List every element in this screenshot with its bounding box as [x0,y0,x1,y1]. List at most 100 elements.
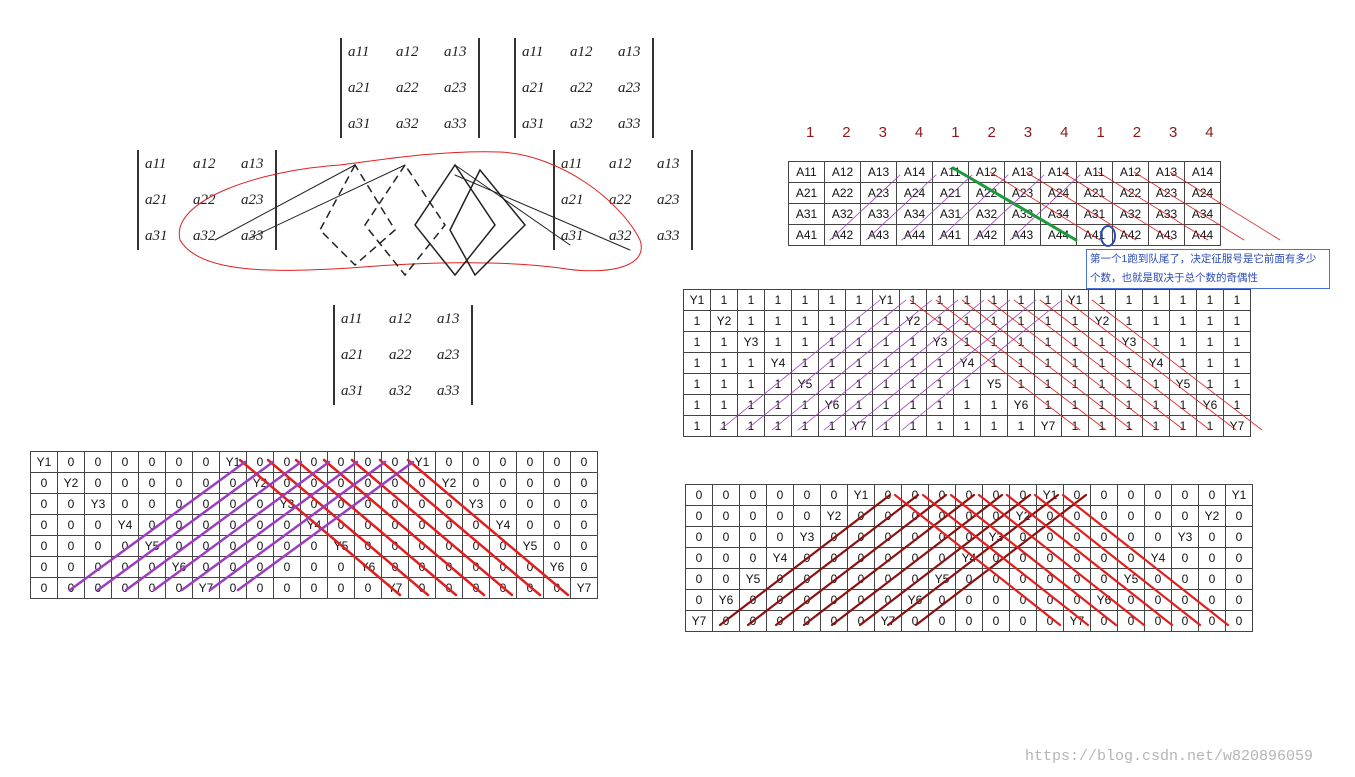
table-cell: Y2 [1009,505,1037,527]
table-cell: 1 [710,352,738,374]
table-cell: 1 [1115,352,1143,374]
matrix-right-bar [275,150,277,250]
table-cell: 0 [1063,568,1091,590]
table-cell: 0 [955,505,983,527]
table-cell: 1 [1088,331,1116,353]
column-number: 1 [951,124,960,141]
table-cell: Y3 [793,526,821,548]
table-cell: 0 [30,472,58,494]
table-cell: 0 [138,577,166,599]
table-cell: 0 [192,472,220,494]
table-cell: A22 [824,182,861,204]
table-cell: 1 [1007,331,1035,353]
table-cell: Y4 [1142,352,1170,374]
table-cell: 1 [926,289,954,311]
table-cell: 1 [953,289,981,311]
table-cell: Y6 [901,589,929,611]
table-cell: Y1 [683,289,711,311]
table-cell: A23 [1004,182,1041,204]
table-cell: 0 [462,556,490,578]
table-cell: 0 [57,577,85,599]
matrix-cell: a33 [657,228,680,244]
table-cell: 0 [901,505,929,527]
table-cell: 0 [570,514,598,536]
table-cell: 0 [300,577,328,599]
table-cell: 1 [1223,289,1251,311]
matrix-cell: a11 [341,311,363,327]
table-cell: 1 [899,373,927,395]
table-cell: A34 [1040,203,1077,225]
table-cell: 0 [543,493,571,515]
matrix-cell: a21 [561,192,584,208]
table-cell: 0 [516,577,544,599]
table-cell: 1 [1196,331,1224,353]
table-cell: 1 [683,310,711,332]
table-cell: 0 [955,589,983,611]
table-cell: 1 [980,331,1008,353]
table-cell: 1 [1196,352,1224,374]
table-cell: 0 [246,451,274,473]
table-cell: 0 [111,556,139,578]
table-cell: 0 [901,484,929,506]
table-cell: A32 [1112,203,1149,225]
table-cell: 1 [1142,289,1170,311]
table-cell: 0 [712,526,740,548]
matrix-cell: a13 [444,44,467,60]
table-cell: A24 [896,182,933,204]
matrix-cell: a12 [609,156,632,172]
table-cell: 0 [739,547,767,569]
table-cell: 1 [1061,331,1089,353]
table-cell: 0 [354,514,382,536]
table-cell: 0 [246,556,274,578]
table-cell: 0 [766,568,794,590]
table-cell: 0 [1198,589,1226,611]
table-cell: 0 [1090,505,1118,527]
table-cell: Y2 [710,310,738,332]
table-cell: 0 [1090,568,1118,590]
table-cell: 0 [435,577,463,599]
matrix-cell: a32 [396,116,419,132]
table-cell: Y5 [980,373,1008,395]
table-cell: 0 [982,589,1010,611]
table-cell: 0 [543,451,571,473]
table-cell: 0 [982,505,1010,527]
table-cell: Y2 [57,472,85,494]
table-cell: 0 [300,535,328,557]
table-cell: A21 [788,182,825,204]
table-cell: 1 [1115,289,1143,311]
table-cell: 1 [737,310,765,332]
matrix-cell: a23 [241,192,264,208]
table-cell: 0 [354,472,382,494]
table-cell: 0 [847,568,875,590]
table-cell: Y4 [766,547,794,569]
table-cell: 0 [246,535,274,557]
table-cell: 0 [1144,526,1172,548]
matrix-right-bar [471,305,473,405]
table-cell: 0 [847,589,875,611]
matrix-left-bar [137,150,139,250]
table-cell: 0 [1009,610,1037,632]
table-cell: 0 [982,547,1010,569]
table-cell: A33 [1148,203,1185,225]
table-cell: A31 [932,203,969,225]
table-cell: 1 [1034,352,1062,374]
table-cell: Y5 [1169,373,1197,395]
table-cell: 0 [739,505,767,527]
table-cell: Y6 [1090,589,1118,611]
table-cell: 0 [327,514,355,536]
table-cell: 0 [84,556,112,578]
table-cell: 0 [543,514,571,536]
table-cell: 1 [818,373,846,395]
table-cell: 0 [982,610,1010,632]
table-cell: Y6 [1196,394,1224,416]
table-cell: 1 [683,352,711,374]
